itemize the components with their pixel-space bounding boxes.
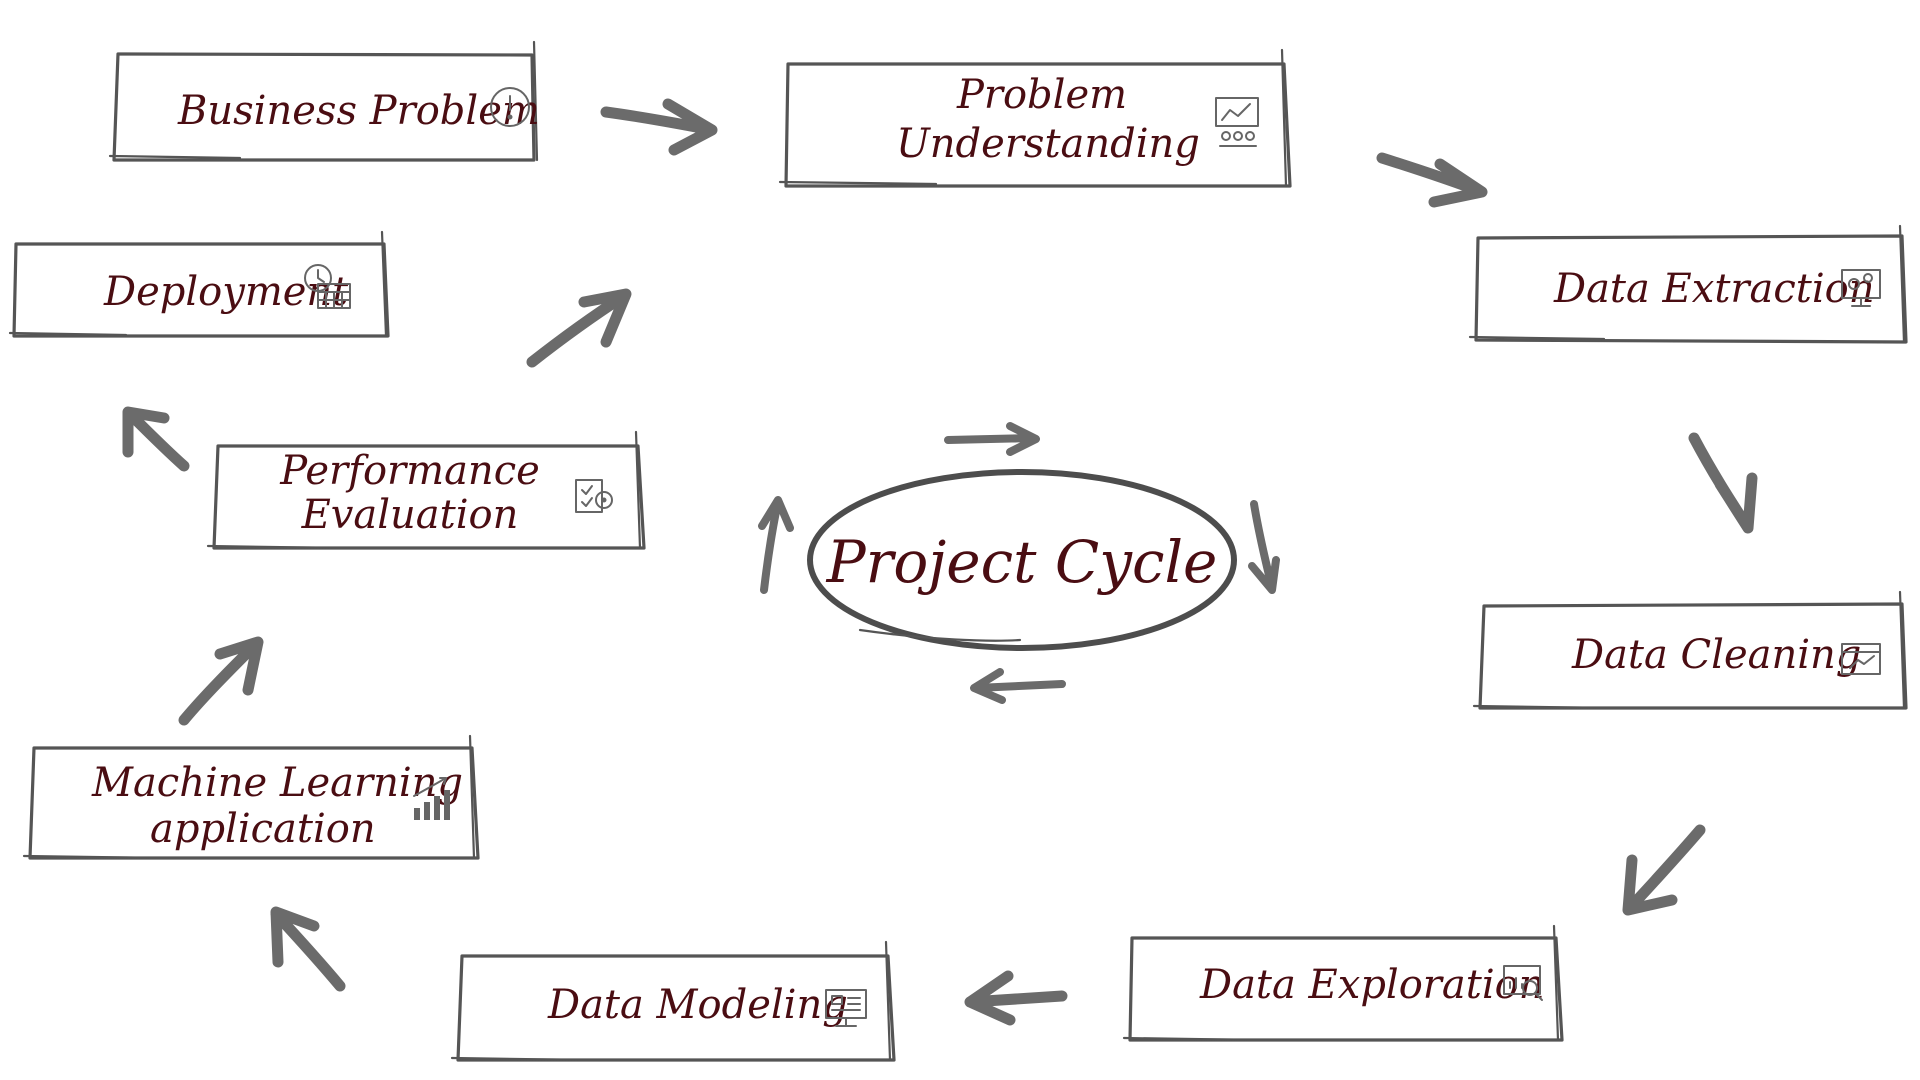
node-data-extraction: Data Extraction xyxy=(1468,224,1908,344)
arrow-business-to-understanding xyxy=(600,98,718,156)
node-label: Performance xyxy=(279,448,540,494)
arrow-modeling-to-ml xyxy=(270,906,346,992)
arrow-understanding-to-extraction xyxy=(1376,152,1488,208)
node-data-exploration: Data Exploration xyxy=(1122,924,1564,1042)
node-label: Data Extraction xyxy=(1553,266,1874,312)
center-project-cycle: Project Cycle xyxy=(807,469,1237,651)
node-label: Understanding xyxy=(896,121,1200,167)
presentation-board-icon xyxy=(1215,97,1259,147)
clock-calendar-icon xyxy=(304,264,351,309)
checklist-target-icon xyxy=(575,479,613,513)
node-business-problem: Business Problem xyxy=(108,40,540,162)
browser-chart-icon xyxy=(1841,643,1881,675)
node-label: Data Cleaning xyxy=(1571,632,1861,678)
node-label: Business Problem xyxy=(177,88,540,134)
arrow-performance-to-deployment xyxy=(122,406,190,472)
node-deployment: Deployment xyxy=(8,230,390,338)
node-label: Problem xyxy=(956,72,1127,118)
node-label: application xyxy=(150,806,376,852)
node-label: Data Modeling xyxy=(547,982,848,1028)
monitor-dashboard-icon xyxy=(825,989,867,1027)
arrow-ml-to-performance xyxy=(178,636,264,726)
node-label: Evaluation xyxy=(301,492,519,538)
arrow-performance-to-understanding xyxy=(526,288,632,368)
node-label: Data Exploration xyxy=(1199,962,1544,1008)
flow-arrows xyxy=(122,98,1758,1026)
cycle-arrow-top xyxy=(944,422,1040,456)
arrow-cleaning-to-exploration xyxy=(1622,824,1706,916)
cycle-arrow-left xyxy=(758,496,794,594)
node-machine-learning-application: Machine Learning application xyxy=(22,734,480,860)
node-data-cleaning: Data Cleaning xyxy=(1472,590,1908,710)
cycle-arrow-bottom xyxy=(970,668,1066,704)
arrow-exploration-to-modeling xyxy=(964,970,1068,1026)
magnifier-chart-icon xyxy=(1503,965,1543,1001)
arrow-extraction-to-cleaning xyxy=(1688,432,1758,534)
node-data-modeling: Data Modeling xyxy=(450,940,896,1062)
monitor-gears-icon xyxy=(1841,269,1881,307)
bar-chart-trend-icon xyxy=(413,777,450,820)
center-label: Project Cycle xyxy=(826,528,1218,596)
exclamation-circle-icon xyxy=(490,87,530,127)
node-label: Machine Learning xyxy=(91,760,463,806)
node-label: Deployment xyxy=(103,269,349,315)
cycle-arrow-right xyxy=(1248,500,1280,594)
node-problem-understanding: Problem Understanding xyxy=(778,48,1292,188)
center-cycle-arrows xyxy=(758,422,1280,704)
node-performance-evaluation: Performance Evaluation xyxy=(206,430,646,550)
